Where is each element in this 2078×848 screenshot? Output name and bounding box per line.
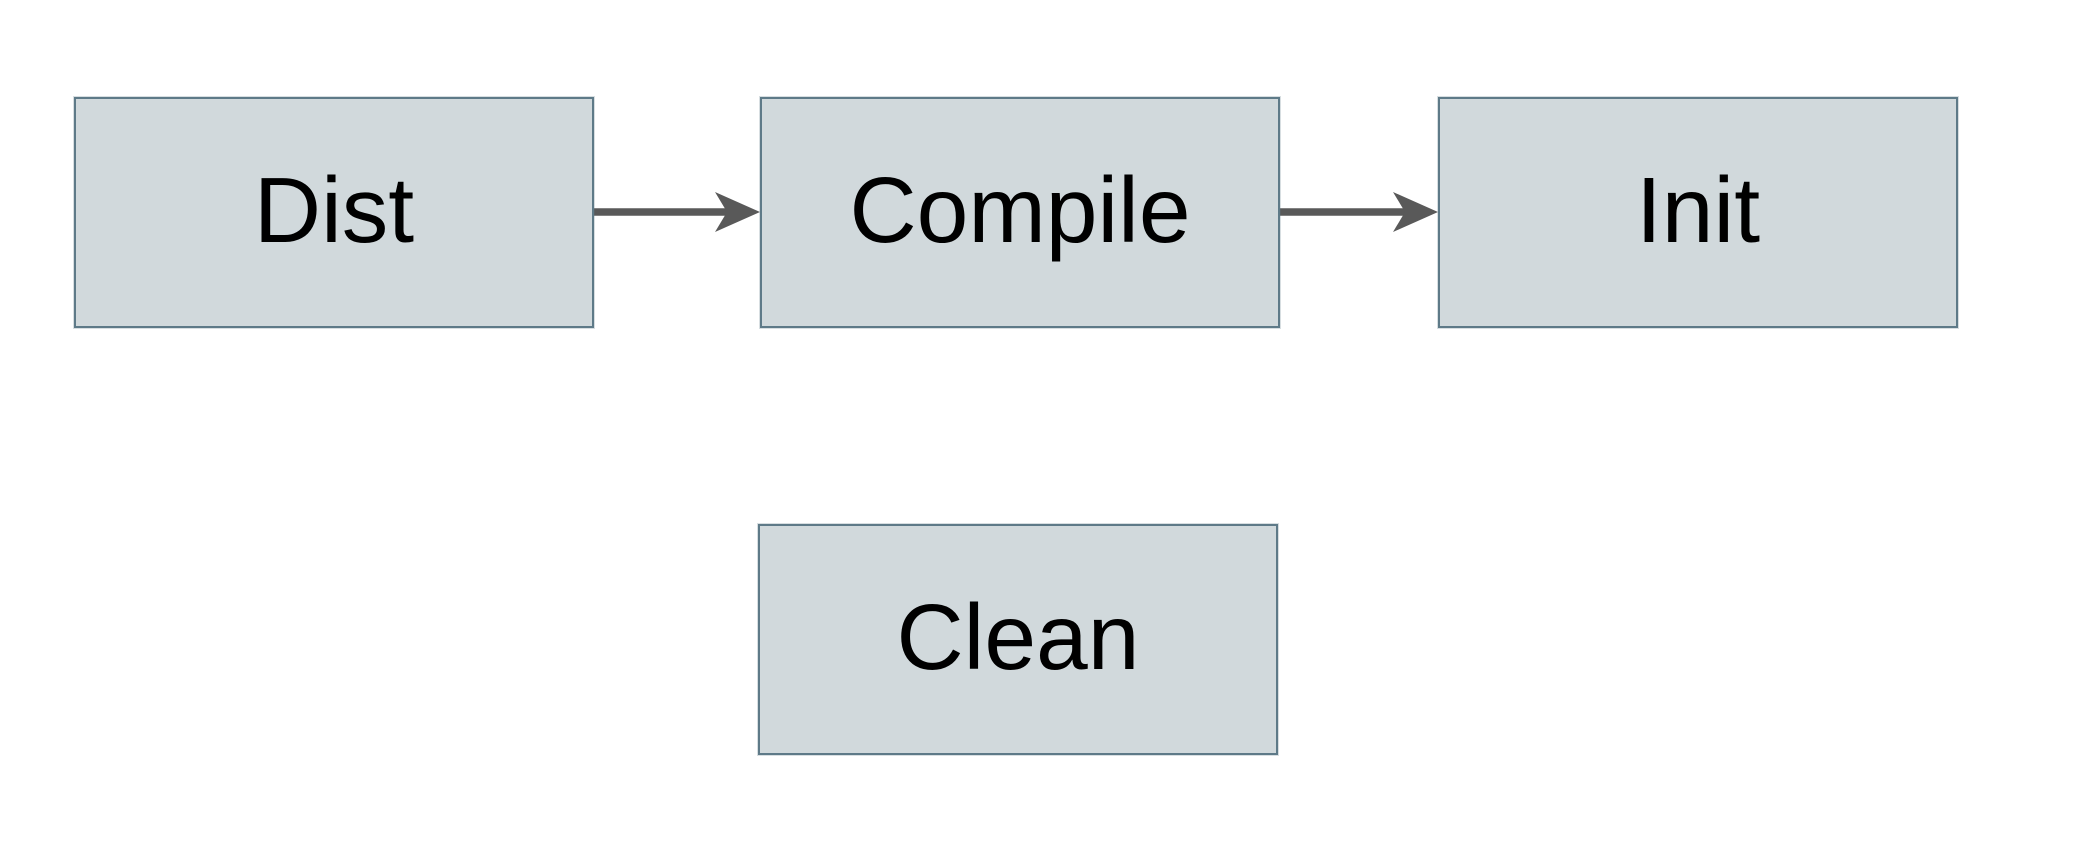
edge-dist-to-compile-arrow: [594, 192, 760, 232]
node-clean-label: Clean: [896, 585, 1140, 689]
arrow-head-icon: [1393, 192, 1438, 232]
node-clean: Clean: [758, 524, 1278, 755]
node-init-label: Init: [1635, 158, 1761, 262]
node-dist: Dist: [74, 97, 594, 328]
node-compile: Compile: [760, 97, 1280, 328]
arrow-head-icon: [715, 192, 760, 232]
edge-compile-to-init-arrow: [1280, 192, 1438, 232]
node-dist-label: Dist: [253, 158, 415, 262]
node-init: Init: [1438, 97, 1958, 328]
node-compile-label: Compile: [849, 158, 1191, 262]
